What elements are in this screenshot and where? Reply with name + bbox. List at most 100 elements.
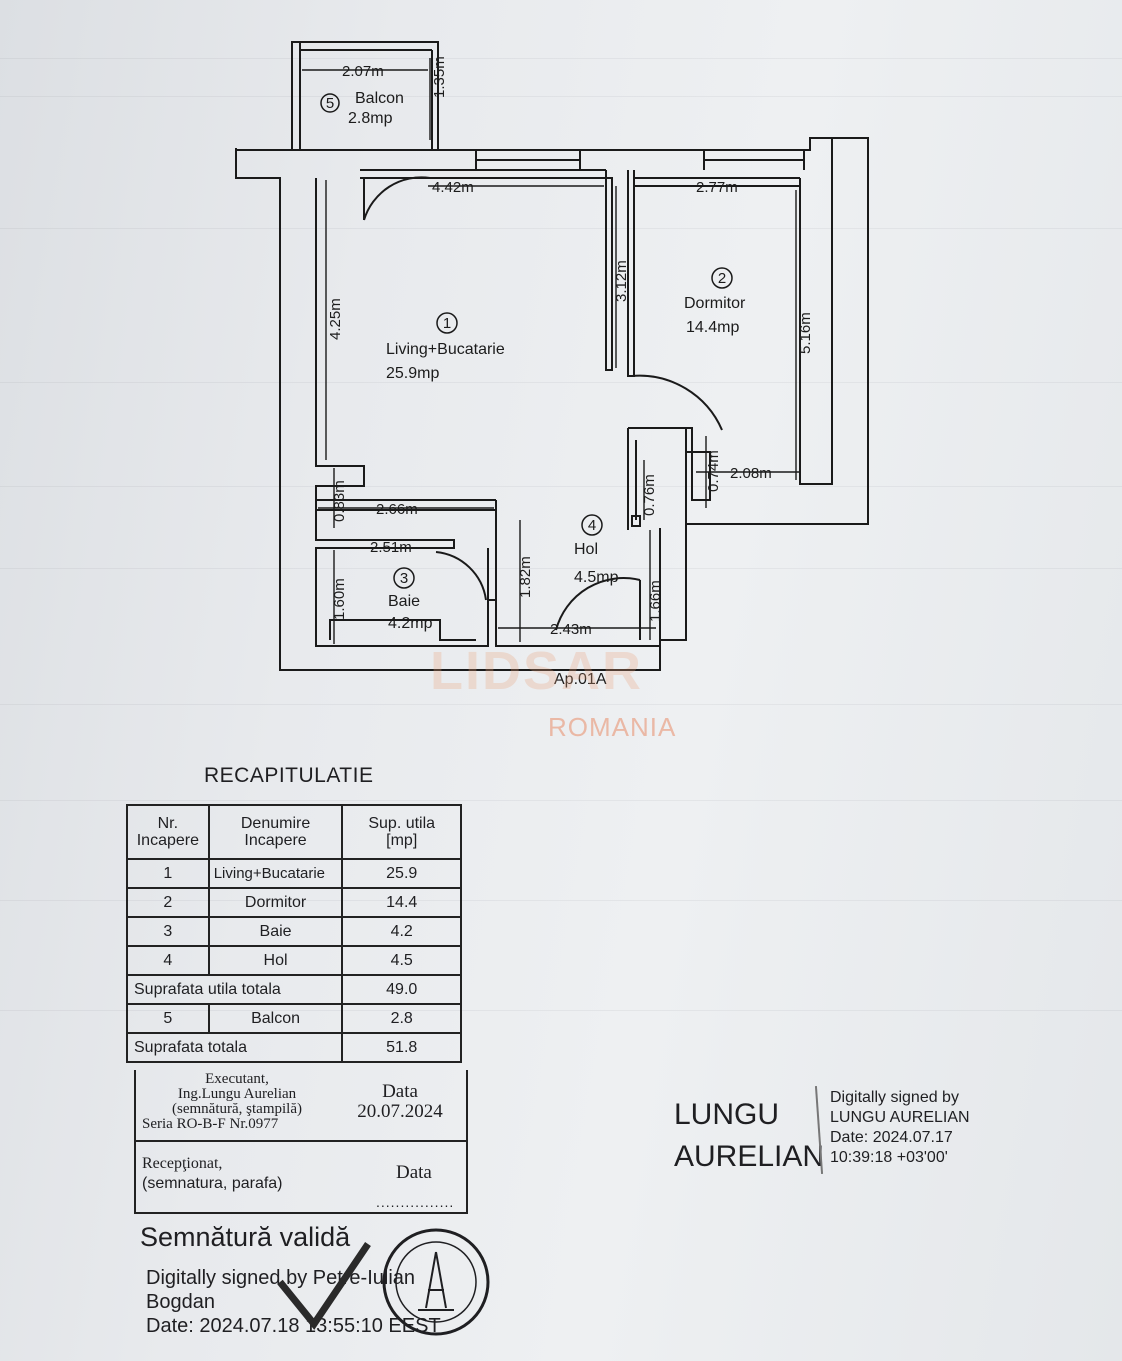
- room-1-marker: [436, 312, 458, 334]
- room-3-marker: [393, 567, 415, 589]
- total-label: Suprafata totala: [125, 1032, 344, 1063]
- row-nr: 3: [126, 916, 210, 947]
- total-row: Suprafata totala 51.8: [125, 1032, 462, 1063]
- useful-total-label: Suprafata utila totala: [125, 974, 344, 1005]
- room-1-area: 25.9mp: [386, 365, 439, 382]
- receptionat-details: Recepţionat, (semnatura, parafa): [142, 1154, 283, 1194]
- row-area: 14.4: [341, 887, 462, 918]
- executant-date: Data 20.07.2024: [340, 1082, 460, 1122]
- dim-bath-depth: 1.60m: [331, 578, 348, 620]
- header-name-line1: Denumire: [240, 815, 311, 832]
- room-3-number: 3: [400, 570, 408, 587]
- header-name-line2: Incapere: [244, 832, 307, 849]
- receptionat-line: (semnatura, parafa): [142, 1175, 283, 1192]
- header-area: Sup. utila[mp]: [341, 804, 462, 860]
- watermark-country: ROMANIA: [548, 712, 677, 742]
- bleed-line: [0, 1010, 1122, 1011]
- dim-hall-small: 0.76m: [641, 474, 658, 516]
- room-3-area: 4.2mp: [388, 615, 433, 632]
- room-3-name: Baie: [388, 593, 420, 610]
- checkmark-icon: [277, 1242, 371, 1330]
- table-row: 4 Hol 4.5: [126, 945, 462, 976]
- dim-hall-depth: 1.66m: [647, 580, 664, 622]
- row-name: Balcon: [207, 1003, 344, 1034]
- dim-bedroom-depth: 5.16m: [797, 312, 814, 354]
- dim-living-depth: 4.25m: [327, 298, 344, 340]
- floor-plan: 2.07m 1.35m 4.42m 4.25m 2.77m 5.16m 3.12…: [235, 41, 869, 688]
- header-area-line1: Sup. utila: [368, 815, 436, 832]
- dim-bedroom-width: 2.77m: [696, 179, 738, 196]
- dim-recess-width: 2.08m: [730, 465, 772, 482]
- room-2-area: 14.4mp: [686, 319, 739, 336]
- signature-right-details: Digitally signed by LUNGU AURELIAN Date:…: [830, 1088, 970, 1168]
- signature-left-line: Date: 2024.07.18 13:55:10 EEST: [146, 1315, 441, 1337]
- row-name: Hol: [207, 945, 344, 976]
- room-5-number: 5: [326, 95, 334, 112]
- useful-total-row: Suprafata utila totala 49.0: [125, 974, 462, 1005]
- bath-door: [435, 551, 487, 601]
- bleed-line: [0, 900, 1122, 901]
- table-row: 2 Dormitor 14.4: [126, 887, 462, 918]
- dim-hall-width: 2.43m: [550, 621, 592, 638]
- executant-line: Ing.Lungu Aurelian: [177, 1086, 297, 1102]
- bleed-line: [0, 96, 1122, 97]
- room-4-name: Hol: [574, 541, 598, 558]
- header-nr-line2: Incapere: [136, 832, 199, 849]
- room-5-name: Balcon: [355, 90, 404, 107]
- room-4-area: 4.5mp: [574, 569, 619, 586]
- executant-details: Executant, Ing.Lungu Aurelian (semnătură…: [142, 1072, 332, 1132]
- receptionat-date-blank: ................: [376, 1194, 455, 1210]
- bedroom-door: [631, 374, 723, 431]
- row-nr: 2: [126, 887, 210, 918]
- header-area-line2: [mp]: [386, 832, 418, 849]
- bleed-line: [0, 800, 1122, 801]
- dim-balcony-width: 2.07m: [342, 63, 384, 80]
- outer-wall: [235, 137, 869, 671]
- room-2-name: Dormitor: [684, 295, 746, 312]
- room-5-marker: [320, 93, 340, 113]
- dim-living-width: 4.42m: [432, 179, 474, 196]
- bleed-line: [0, 58, 1122, 59]
- signature-left-line: Bogdan: [146, 1291, 215, 1313]
- room-2-marker: [711, 267, 733, 289]
- bleed-line: [0, 704, 1122, 705]
- dim-recess-depth: 0.74m: [705, 450, 722, 492]
- seal-icon: [382, 1228, 490, 1336]
- balcony-door: [363, 176, 431, 221]
- row-nr: 1: [126, 858, 210, 889]
- total-value: 51.8: [341, 1032, 462, 1063]
- room-1-name: Living+Bucatarie: [386, 341, 505, 358]
- table-row: 1 Living+Bucatarie 25.9: [126, 858, 462, 889]
- entry-door: [555, 577, 641, 631]
- receptionat-line: Recepţionat,: [142, 1155, 223, 1172]
- row-name: Dormitor: [207, 887, 344, 918]
- header-nr-line1: Nr.: [157, 815, 179, 832]
- header-nr: Nr.Incapere: [126, 804, 210, 860]
- signer-name-line: AURELIAN: [674, 1140, 825, 1173]
- recap-title: RECAPITULATIE: [204, 764, 374, 787]
- row-nr: 4: [126, 945, 210, 976]
- executant-line: Executant,: [205, 1071, 269, 1087]
- watermark-brand: LIDSAR: [430, 641, 643, 701]
- signature-right-line: LUNGU AURELIAN: [830, 1109, 970, 1126]
- room-2-number: 2: [718, 270, 726, 287]
- signature-right-line: Digitally signed by: [830, 1089, 959, 1106]
- bleed-line: [0, 228, 1122, 229]
- receptionat-date-label: Data: [396, 1162, 432, 1183]
- row-nr: 5: [126, 1003, 210, 1034]
- dim-balcony-depth: 1.35m: [431, 56, 448, 98]
- room-4-number: 4: [588, 517, 596, 534]
- signature-right-line: 10:39:18 +03'00': [830, 1149, 948, 1166]
- dim-wall-segment: 0.83m: [331, 480, 348, 522]
- signer-name-line: LUNGU: [674, 1098, 780, 1131]
- row-area: 4.5: [341, 945, 462, 976]
- date-label: Data: [382, 1081, 418, 1102]
- bleed-line: [0, 486, 1122, 487]
- table-row: 5 Balcon 2.8: [126, 1003, 462, 1034]
- executant-line: (semnătură, ştampilă): [172, 1101, 302, 1117]
- executant-box: Executant, Ing.Lungu Aurelian (semnătură…: [134, 1070, 468, 1214]
- dim-kitchen-run: 2.66m: [376, 501, 418, 518]
